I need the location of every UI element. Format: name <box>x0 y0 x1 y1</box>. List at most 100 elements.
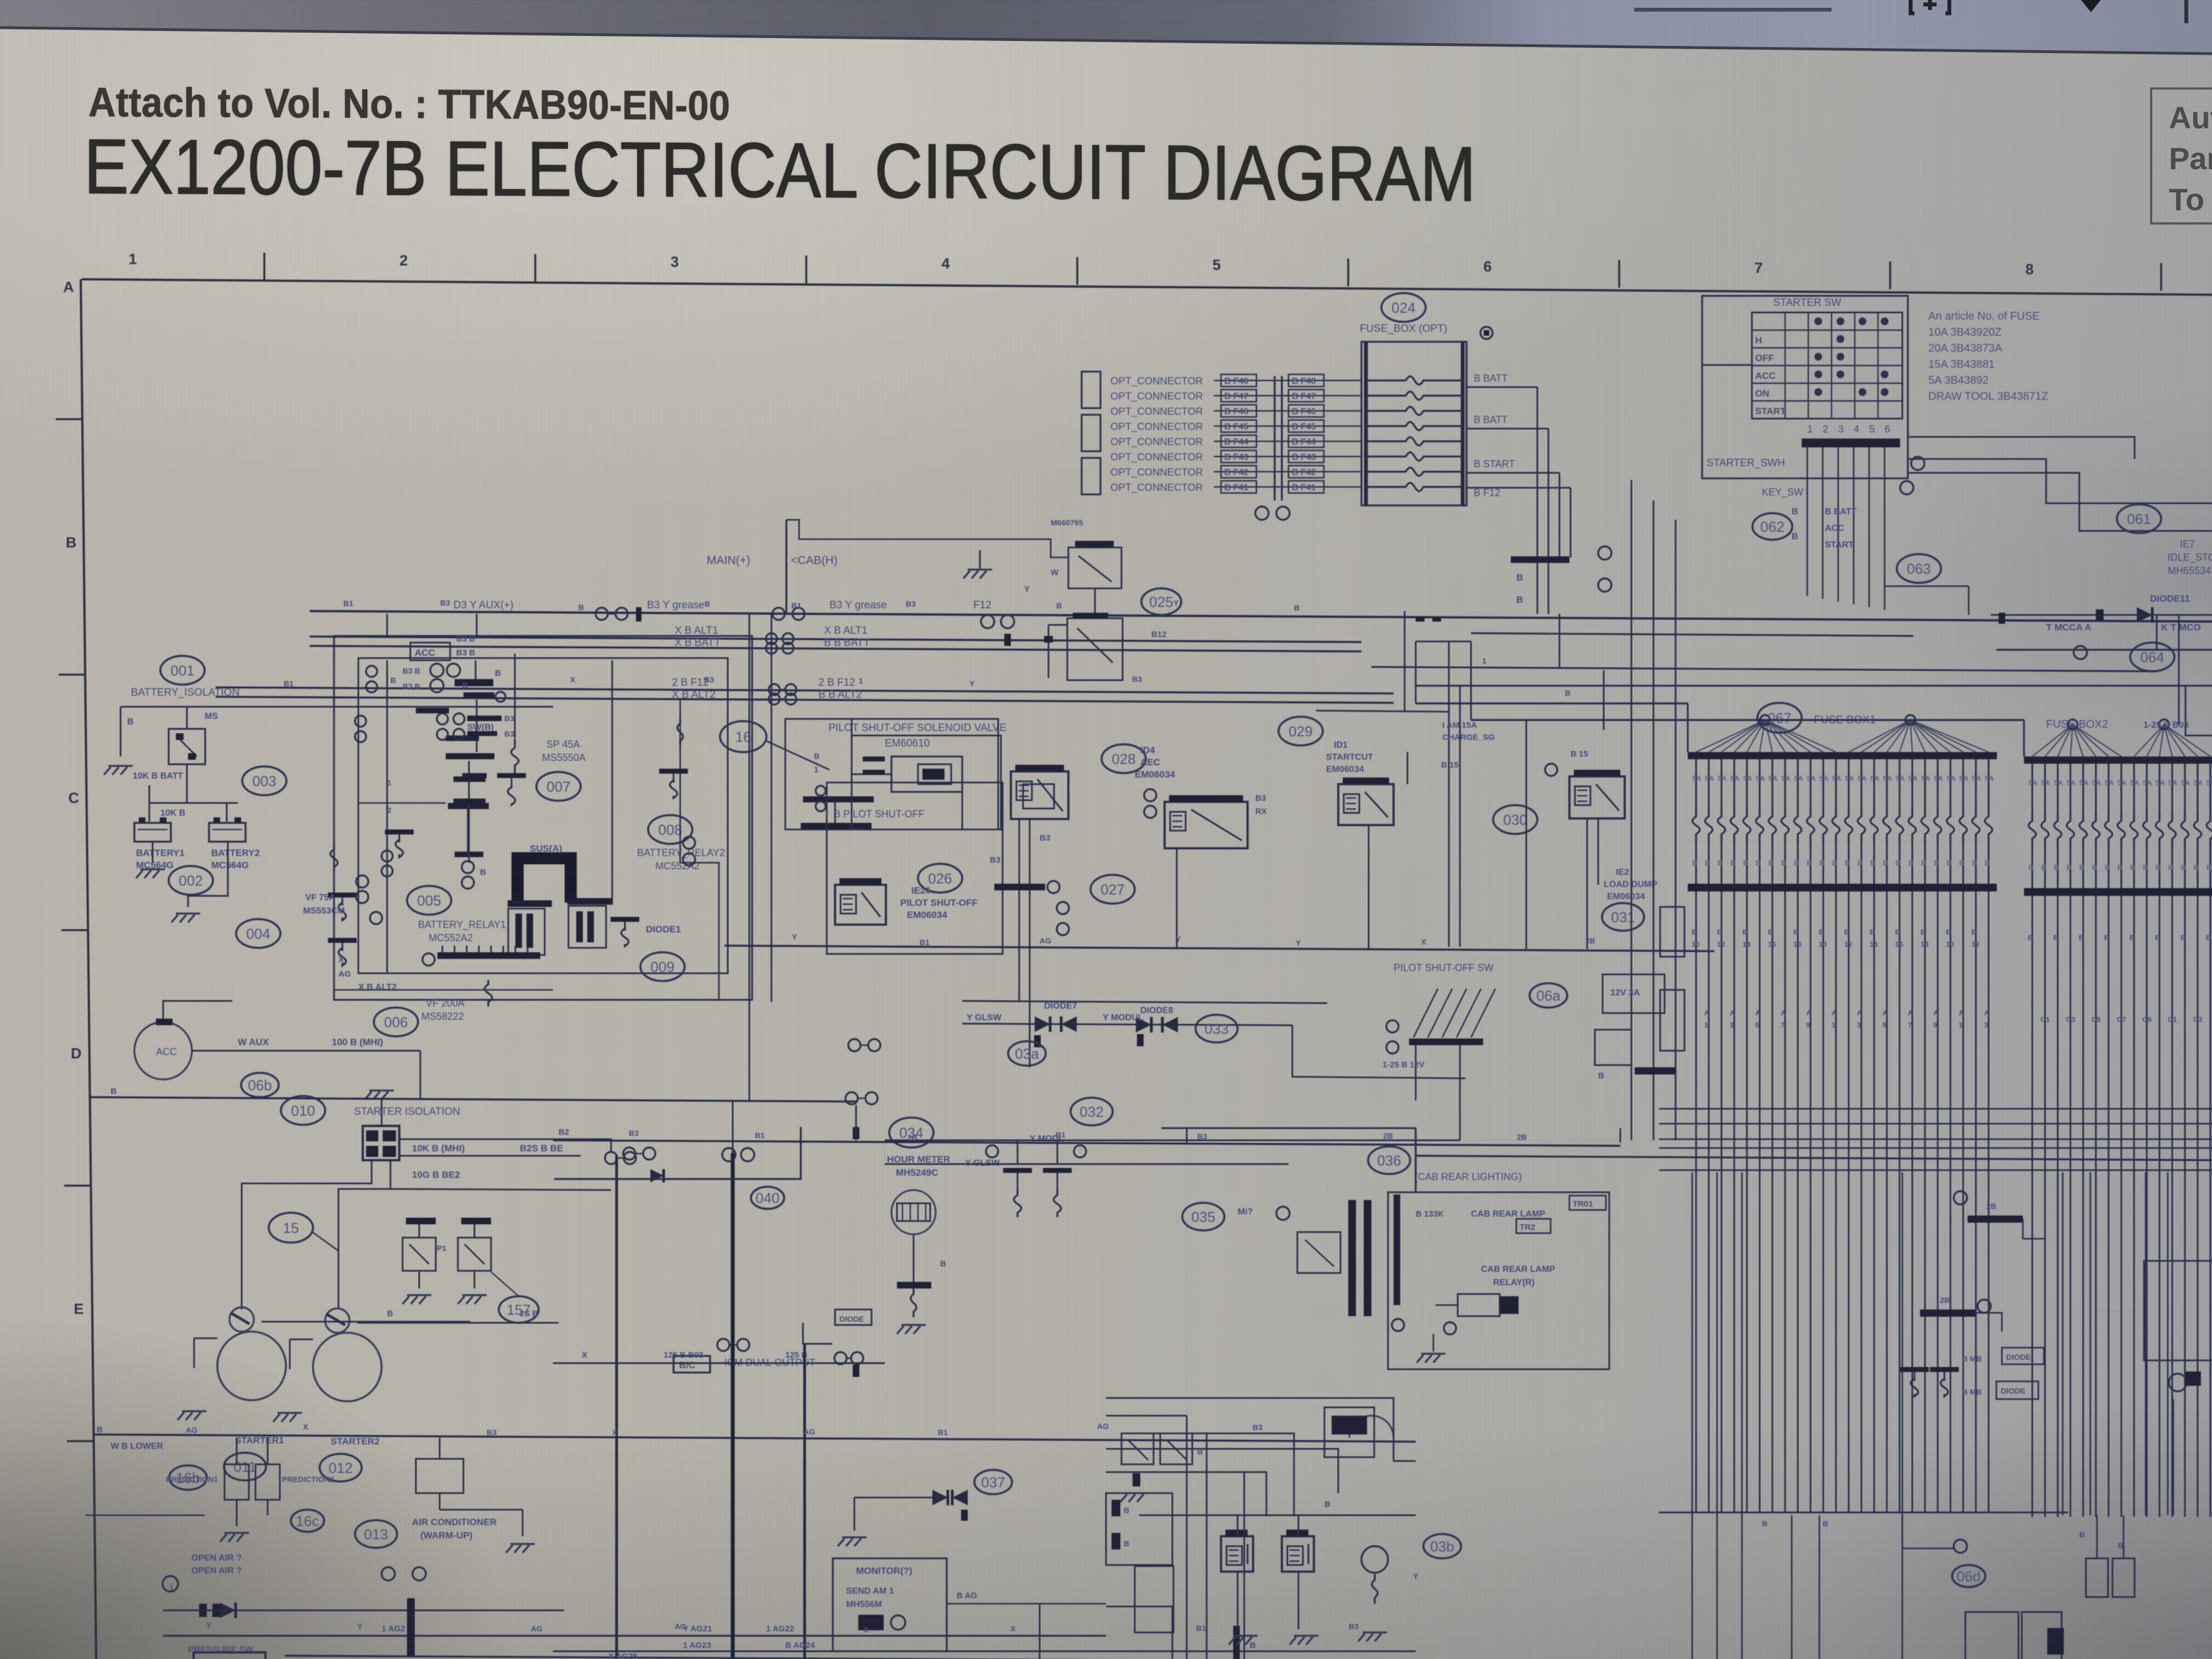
svg-text:012: 012 <box>328 1459 352 1476</box>
svg-text:5A: 5A <box>1908 774 1918 782</box>
svg-text:ACC: ACC <box>415 648 435 658</box>
svg-text:14: 14 <box>1743 940 1751 948</box>
svg-text:B2S B BE: B2S B BE <box>520 1143 563 1154</box>
svg-text:5A: 5A <box>1845 774 1854 782</box>
svg-text:OPT_CONNECTOR: OPT_CONNECTOR <box>1110 482 1203 494</box>
svg-text:2: 2 <box>1823 424 1828 435</box>
svg-text:100 B (MHI): 100 B (MHI) <box>332 1037 383 1047</box>
svg-text:B: B <box>1743 859 1748 867</box>
svg-text:B: B <box>2181 863 2186 872</box>
svg-text:B: B <box>2130 863 2135 872</box>
svg-text:B: B <box>2105 863 2110 872</box>
svg-text:B: B <box>2180 933 2185 942</box>
svg-text:VF 200A: VF 200A <box>426 998 465 1009</box>
svg-text:B: B <box>2194 863 2199 872</box>
svg-text:B: B <box>387 1309 393 1318</box>
svg-text:B1: B1 <box>284 679 294 688</box>
svg-text:STARTCUT: STARTCUT <box>1326 753 1373 762</box>
svg-text:C3: C3 <box>2066 1015 2075 1024</box>
svg-text:B: B <box>2079 1530 2085 1539</box>
svg-text:PREDICTION2: PREDICTION2 <box>282 1475 334 1484</box>
svg-text:TR2: TR2 <box>1520 1223 1535 1232</box>
svg-text:8: 8 <box>2025 261 2033 278</box>
svg-text:A: A <box>1882 1009 1888 1017</box>
svg-text:013: 013 <box>364 1526 388 1542</box>
svg-text:VF 75A: VF 75A <box>305 893 336 902</box>
svg-text:B: B <box>1870 859 1875 867</box>
svg-text:<CAB(H): <CAB(H) <box>791 554 838 567</box>
svg-text:ON: ON <box>1755 388 1770 399</box>
svg-text:B: B <box>1124 1506 1129 1515</box>
svg-text:B: B <box>2028 933 2033 942</box>
svg-text:CAB REAR LAMP: CAB REAR LAMP <box>1481 1265 1556 1274</box>
svg-text:EM06034: EM06034 <box>1326 765 1364 774</box>
svg-text:B: B <box>1858 859 1863 867</box>
svg-text:MS5550A: MS5550A <box>542 752 586 763</box>
svg-text:C7: C7 <box>2117 1015 2126 1024</box>
svg-text:H: H <box>1755 335 1762 346</box>
svg-text:06d: 06d <box>1957 1568 1980 1584</box>
svg-text:OPT_CONNECTOR: OPT_CONNECTOR <box>1110 436 1203 448</box>
svg-text:B3 B: B3 B <box>456 648 475 658</box>
svg-text:3: 3 <box>1984 1021 1988 1029</box>
svg-text:14: 14 <box>1870 940 1878 948</box>
svg-text:TR01: TR01 <box>1573 1199 1593 1209</box>
svg-text:5A: 5A <box>2079 779 2089 787</box>
svg-text:Y: Y <box>969 679 975 688</box>
svg-text:C1: C1 <box>2041 1015 2050 1024</box>
svg-text:5A: 5A <box>1985 774 1994 782</box>
svg-text:A: A <box>1959 1009 1964 1017</box>
svg-text:B3 B: B3 B <box>456 634 475 644</box>
svg-text:B F46: B F46 <box>1224 407 1249 416</box>
svg-text:B1: B1 <box>755 1131 765 1140</box>
svg-text:5A: 5A <box>1692 774 1702 782</box>
svg-text:5A: 5A <box>1972 774 1981 782</box>
svg-text:B3 Y grease: B3 Y grease <box>830 599 887 611</box>
svg-text:4: 4 <box>941 255 950 272</box>
svg-text:ID1: ID1 <box>1334 740 1348 750</box>
svg-text:16b: 16b <box>176 1469 200 1486</box>
svg-text:067: 067 <box>1767 709 1791 726</box>
svg-text:X: X <box>338 955 344 964</box>
svg-text:B: B <box>1718 859 1723 867</box>
svg-text:2 B F12: 2 B F12 <box>818 677 855 688</box>
svg-text:B: B <box>1870 928 1875 936</box>
svg-text:004: 004 <box>246 925 270 942</box>
svg-text:B1: B1 <box>1056 1130 1066 1139</box>
svg-text:B: B <box>814 752 820 760</box>
svg-text:B3: B3 <box>487 1428 497 1437</box>
svg-text:Y MODUL: Y MODUL <box>1103 1013 1144 1022</box>
svg-text:B: B <box>2155 933 2160 942</box>
svg-text:B1: B1 <box>938 1428 948 1437</box>
svg-text:B F47: B F47 <box>1224 392 1249 401</box>
svg-text:B: B <box>1844 928 1849 936</box>
svg-text:X: X <box>570 675 576 684</box>
svg-text:5A: 5A <box>1730 774 1740 782</box>
svg-text:EM60610: EM60610 <box>885 738 930 749</box>
svg-text:5A: 5A <box>2130 779 2140 787</box>
svg-text:X: X <box>582 1350 587 1360</box>
svg-text:B3: B3 <box>906 599 916 608</box>
svg-text:5: 5 <box>1755 1021 1759 1029</box>
svg-text:005: 005 <box>417 892 441 909</box>
svg-text:03a: 03a <box>1015 1045 1039 1062</box>
svg-text:B: B <box>1756 859 1761 867</box>
svg-text:9: 9 <box>1806 1021 1810 1029</box>
svg-text:X: X <box>1421 937 1427 946</box>
svg-text:I AM 15A: I AM 15A <box>1442 721 1477 730</box>
svg-text:W AUX: W AUX <box>238 1037 269 1047</box>
svg-text:C1: C1 <box>2168 1015 2177 1024</box>
svg-text:B: B <box>705 599 710 608</box>
svg-text:C3: C3 <box>2193 1015 2203 1024</box>
svg-text:DIODE1: DIODE1 <box>646 924 681 935</box>
svg-text:B: B <box>2053 933 2058 942</box>
svg-text:B: B <box>1971 928 1976 936</box>
svg-text:5A: 5A <box>1934 774 1943 782</box>
svg-text:5A: 5A <box>2117 779 2127 787</box>
svg-text:EM06034: EM06034 <box>907 910 947 920</box>
svg-text:062: 062 <box>1760 518 1784 535</box>
svg-text:A: A <box>1984 1009 1990 1017</box>
svg-text:B B BATT: B B BATT <box>824 637 870 649</box>
svg-text:B/C: B/C <box>679 1360 695 1370</box>
svg-text:2 B F12: 2 B F12 <box>672 677 709 688</box>
